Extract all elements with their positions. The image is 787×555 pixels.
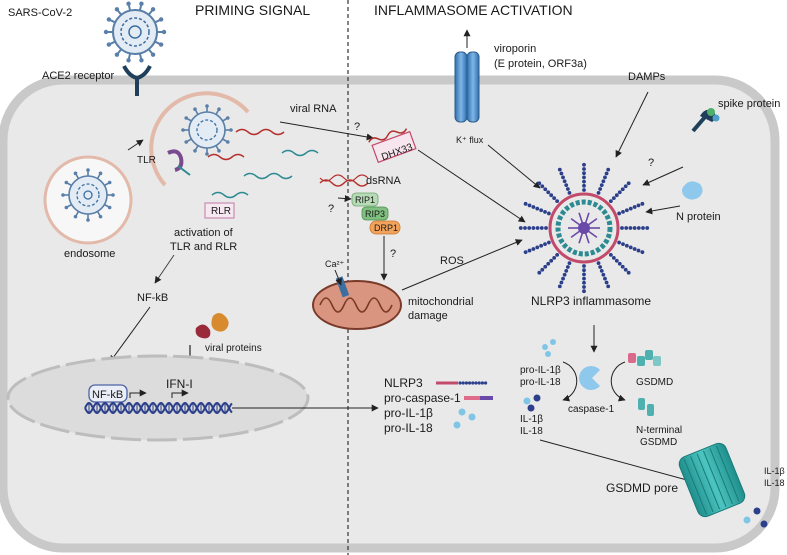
viral-rna-arrow [279,121,374,141]
nlrp3-molecule-icon [436,381,488,385]
spike-question: ? [648,157,654,169]
gsdmd-pore-label: GSDMD pore [606,481,678,495]
viroporin-channel-icon [454,29,480,123]
n-protein-arrow [645,205,681,215]
sars-cov-2-label: SARS-CoV-2 [8,7,72,19]
activation-line2: TLR and RLR [170,241,237,253]
rip3-label: RIP3 [365,209,385,219]
caspase-1-icon [579,366,600,390]
ace2-receptor-label: ACE2 receptor [42,70,114,82]
ros-arrow [401,239,523,291]
pro-cytokine-dots-cleavage [542,339,556,357]
gsdmd-cleavage-arrow [610,361,626,402]
viral-proteins-icon [195,313,229,339]
expression-pro-caspase-1: pro-caspase-1 [384,391,461,405]
damps-label: DAMPs [628,71,666,83]
activation-arrow [154,254,175,284]
tlr-receptor-icon [167,149,191,176]
viral-proteins-label: viral proteins [205,343,262,354]
rlr-box [204,202,235,219]
viral-rna-label: viral RNA [290,103,337,115]
viral-rna-question: ? [354,121,360,133]
expression-pro-il-1b: pro-IL-1β [384,406,433,420]
n-protein-label: N protein [676,211,721,223]
released-il-18-label: IL-18 [764,478,785,488]
mito-damage-line2: damage [408,310,448,322]
spike-protein-label: spike protein [718,98,780,110]
k-flux-label: K⁺ flux [456,135,484,145]
pro-il-18-label: pro-IL-18 [520,377,561,388]
nfkb-box-label: NF-kB [92,389,123,401]
rip1-label: RIP1 [355,195,375,205]
rip1-box [351,192,379,207]
ifn-transcription-arrow [171,389,189,398]
il-18-label: IL-18 [520,426,543,437]
il-cytokine-dots-icon [523,394,541,412]
priming-signal-title: PRIMING SIGNAL [195,2,310,18]
viroporin-arrow [487,144,541,189]
calcium-label: Ca²⁺ [325,259,345,269]
dsrna-arrow [337,195,352,203]
gsdmd-pore-icon [678,442,746,518]
endosome-label: endosome [64,248,115,260]
endosome [43,155,133,245]
n-protein-icon [682,181,703,200]
dsrna-question: ? [328,203,334,215]
released-il-1b-label: IL-1β [764,466,785,476]
tlr-label: TLR [137,155,156,166]
dna-helix [84,401,233,415]
calcium-arrow [334,269,342,286]
gsdmd-label: GSDMD [636,377,673,388]
ifn-label: IFN-I [166,377,193,391]
n-terminal-line1: N-terminal [636,425,682,436]
ace2-receptor-icon [122,65,152,96]
ros-label: ROS [440,255,464,267]
pro-il-cleavage-arrow [562,361,578,402]
nfkb-box [88,384,128,403]
viroporin-line1: viroporin [494,43,536,55]
damps-arrow [615,91,649,158]
caspase-1-label: caspase-1 [568,404,615,415]
entry-arrow [127,139,144,151]
nfkb-transcription-arrow [129,389,147,398]
viral-rna-strands [207,128,319,199]
pro-il-1b-label: pro-IL-1β [520,365,561,376]
released-cytokine-dots-icon [743,507,768,528]
rip3-box [361,206,389,221]
inflammasome-label: NLRP3 inflammasome [531,294,651,308]
nlrp3-inflammasome-icon [518,162,650,294]
fusing-endosome [149,91,250,187]
dhx33-arrow [417,149,526,223]
mito-damage-line1: mitochondrial [408,296,473,308]
nucleus [6,354,310,442]
viroporin-line2: (E protein, ORF3a) [494,58,587,70]
pro-cytokine-dots-icon [453,408,476,429]
activation-line1: activation of [174,227,234,239]
spike-protein-icon [691,108,720,133]
il-1b-label: IL-1β [520,414,543,425]
dsrna-label: dsRNA [366,175,402,187]
n-terminal-gsdmd-icon [638,398,654,416]
drp1-box [369,220,401,235]
mitochondrion-icon [312,280,402,330]
inflammasome-activation-title: INFLAMMASOME ACTIVATION [374,2,573,18]
spike-arrow [642,166,684,186]
sars-cov-2-virus-icon [103,1,167,63]
expression-pro-il-18: pro-IL-18 [384,421,433,435]
rlr-label: RLR [211,206,231,217]
drp1-label: DRP1 [374,223,398,233]
nfkb-label: NF-kB [137,292,168,304]
n-terminal-line2: GSDMD [640,437,677,448]
nfkb-arrow [109,306,151,363]
expression-nlrp3: NLRP3 [384,376,423,390]
dhx33-icon [368,128,417,164]
drp1-question: ? [390,248,396,260]
gsdmd-icon [628,350,661,366]
